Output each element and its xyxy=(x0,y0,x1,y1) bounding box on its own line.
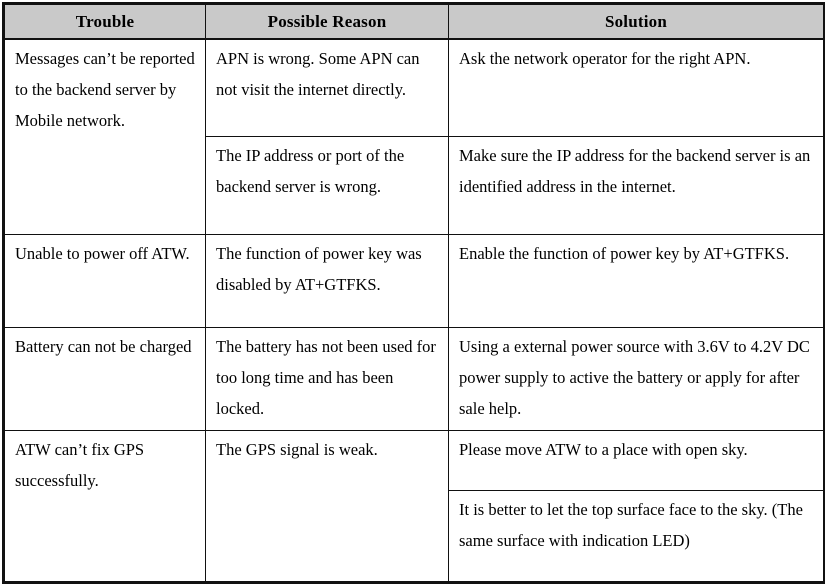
cell-solution: It is better to let the top surface face… xyxy=(459,499,803,550)
cell-reason: APN is wrong. Some APN can not visit the… xyxy=(206,40,448,137)
solution-subtable: Please move ATW to a place with open sky… xyxy=(449,431,823,581)
cell-trouble: Battery can not be charged xyxy=(3,327,206,431)
cell-solution: Using a external power source with 3.6V … xyxy=(448,327,825,431)
table-body: Messages can’t be reported to the backen… xyxy=(3,38,825,583)
cell-solution: Please move ATW to a place with open sky… xyxy=(449,431,823,491)
cell-trouble: Unable to power off ATW. xyxy=(3,234,206,328)
subrow: It is better to let the top surface face… xyxy=(449,490,823,581)
column-header-reason: Possible Reason xyxy=(205,3,449,40)
subrow: APN is wrong. Some APN can not visit the… xyxy=(206,40,448,137)
cell-reason-group: APN is wrong. Some APN can not visit the… xyxy=(205,38,449,235)
cell-solution: Ask the network operator for the right A… xyxy=(449,40,823,137)
column-header-solution: Solution xyxy=(448,3,825,40)
subrow: Ask the network operator for the right A… xyxy=(449,40,823,137)
cell-trouble: ATW can’t fix GPS successfully. xyxy=(3,430,206,583)
column-header-trouble: Trouble xyxy=(3,3,206,40)
subrow: Please move ATW to a place with open sky… xyxy=(449,431,823,491)
subrow: Make sure the IP address for the backend… xyxy=(449,136,823,234)
reason-subtable: APN is wrong. Some APN can not visit the… xyxy=(206,40,448,234)
table-row: Unable to power off ATW. The function of… xyxy=(3,234,825,328)
subrow: The IP address or port of the backend se… xyxy=(206,136,448,234)
cell-solution-group: Please move ATW to a place with open sky… xyxy=(448,430,825,583)
table-row: Messages can’t be reported to the backen… xyxy=(3,38,825,235)
cell-reason: The IP address or port of the backend se… xyxy=(216,145,405,196)
cell-solution-group: Ask the network operator for the right A… xyxy=(448,38,825,235)
cell-solution: Make sure the IP address for the backend… xyxy=(459,145,811,196)
cell-trouble: Messages can’t be reported to the backen… xyxy=(3,38,206,235)
table-header: Trouble Possible Reason Solution xyxy=(3,3,825,40)
solution-subtable: Ask the network operator for the right A… xyxy=(449,40,823,234)
cell-solution: Enable the function of power key by AT+G… xyxy=(448,234,825,328)
table-row: Battery can not be charged The battery h… xyxy=(3,327,825,431)
table-row: ATW can’t fix GPS successfully. The GPS … xyxy=(3,430,825,583)
table-header-row: Trouble Possible Reason Solution xyxy=(3,3,825,40)
cell-reason: The function of power key was disabled b… xyxy=(205,234,449,328)
cell-reason: The GPS signal is weak. xyxy=(205,430,449,583)
cell-reason: The battery has not been used for too lo… xyxy=(205,327,449,431)
